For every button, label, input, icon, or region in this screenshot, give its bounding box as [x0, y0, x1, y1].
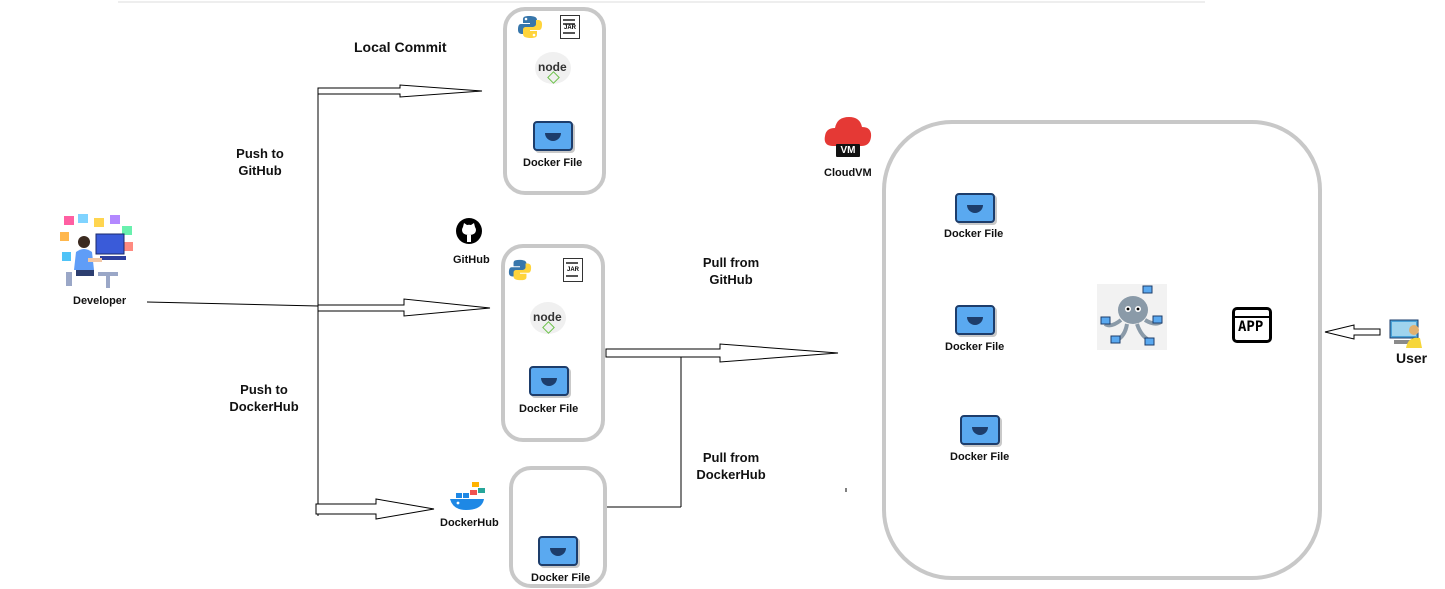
- docker-file-icon-vm-1: [955, 193, 995, 223]
- docker-file-label-vm-2: Docker File: [945, 341, 1005, 353]
- docker-file-icon-vm-3: [960, 415, 1000, 445]
- app-icon-text: APP: [1238, 319, 1264, 335]
- docker-file-label-dockerhub: Docker File: [531, 572, 591, 584]
- jar-file-icon: JAR: [560, 15, 580, 39]
- developer-icon: [60, 214, 133, 288]
- docker-compose-icon: [1097, 284, 1167, 350]
- dockerhub-image-box: [509, 466, 607, 588]
- push-github-arrow: [317, 298, 491, 317]
- push-github-label: Push to GitHub: [236, 146, 284, 178]
- docker-file-icon-vm-2: [955, 305, 995, 335]
- docker-file-label-vm-1: Docker File: [944, 228, 1004, 240]
- user-label: User: [1396, 350, 1428, 366]
- user-icon: [1389, 319, 1422, 348]
- docker-file-icon-github: [529, 366, 569, 396]
- developer-label: Developer: [73, 295, 127, 307]
- vm-badge: VM: [836, 144, 860, 157]
- local-commit-arrow: [317, 84, 483, 98]
- app-icon: APP: [1232, 307, 1272, 343]
- dockerhub-icon: [450, 482, 485, 510]
- docker-file-label-local: Docker File: [523, 157, 583, 169]
- dockerhub-label: DockerHub: [440, 517, 499, 529]
- local-commit-label: Local Commit: [354, 39, 447, 55]
- push-dockerhub-label: Push to DockerHub: [229, 382, 299, 414]
- pull-dockerhub-label: Pull from DockerHub: [696, 450, 766, 482]
- cloud-icon: [824, 117, 872, 146]
- nodejs-icon-github: node: [530, 302, 566, 334]
- github-icon: [456, 218, 482, 244]
- push-dockerhub-arrow: [315, 498, 435, 520]
- github-label: GitHub: [453, 254, 490, 266]
- user-to-app-arrow: [1324, 324, 1381, 340]
- pull-github-arrow: [605, 343, 839, 363]
- docker-file-icon-local: [533, 121, 573, 151]
- docker-file-icon-dockerhub: [538, 536, 578, 566]
- jar-file-icon-github: JAR: [563, 258, 583, 282]
- docker-file-label-github: Docker File: [519, 403, 579, 415]
- python-icon-github: [508, 259, 532, 281]
- python-icon: [518, 16, 542, 38]
- docker-file-label-vm-3: Docker File: [950, 451, 1010, 463]
- cloudvm-icon: VM: [823, 114, 873, 158]
- cloudvm-label: CloudVM: [824, 167, 872, 179]
- local-repo-box: [503, 7, 606, 195]
- pull-github-label: Pull from GitHub: [702, 255, 760, 287]
- nodejs-icon: node: [535, 52, 571, 84]
